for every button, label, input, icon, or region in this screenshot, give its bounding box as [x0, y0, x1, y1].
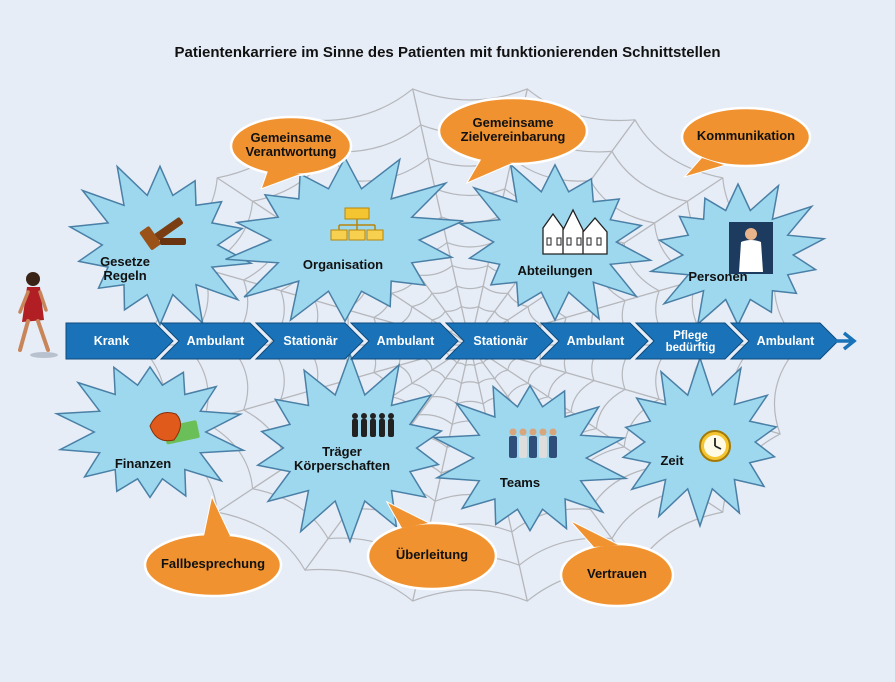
timeline-label-3: Stationär	[283, 334, 337, 348]
patient-timeline: Krank Ambulant Stationär Ambulant Stationär A…	[65, 322, 857, 360]
top-star-3: Abteilungen	[457, 162, 654, 322]
bottom-star-3: Teams	[431, 384, 629, 533]
bottom-bubble-label-1: Fallbesprechung	[161, 556, 265, 571]
bottom-star-label-4: Zeit	[660, 453, 684, 468]
clock-icon	[699, 430, 731, 462]
timeline-step-4: Ambulant	[349, 322, 459, 360]
top-bubble-label-3: Kommunikation	[697, 128, 795, 143]
timeline-step-6: Ambulant	[539, 322, 649, 360]
money-icon	[149, 412, 200, 445]
doctor-icon	[729, 222, 773, 274]
bottom-bubble-2: Überleitung	[366, 500, 498, 591]
top-star-label-2: Organisation	[303, 257, 383, 272]
team-icon	[509, 428, 557, 458]
timeline-step-8: Ambulant	[729, 322, 839, 360]
diagram-title: Patientenkarriere im Sinne des Patienten…	[174, 44, 721, 61]
timeline-label-8: Ambulant	[757, 334, 815, 348]
timeline-label-5: Stationär	[473, 334, 527, 348]
buildings-icon	[542, 208, 608, 255]
bottom-bubble-label-3: Vertrauen	[587, 566, 647, 581]
timeline-label-2: Ambulant	[187, 334, 245, 348]
bottom-star-label-1: Finanzen	[115, 456, 171, 471]
bottom-star-label-3: Teams	[500, 475, 540, 490]
org-chart-icon	[330, 207, 384, 241]
timeline-step-5: Stationär	[444, 322, 554, 360]
timeline-step-3: Stationär	[254, 322, 364, 360]
bottom-bubble-1: Fallbesprechung	[143, 494, 283, 598]
timeline-end-arrow-icon	[830, 331, 857, 351]
bottom-bubble-label-2: Überleitung	[396, 547, 468, 562]
timeline-label-1: Krank	[94, 334, 129, 348]
timeline-step-1: Krank	[65, 322, 174, 360]
people-silhouettes-icon	[352, 413, 394, 437]
walking-woman-icon	[18, 272, 58, 358]
bottom-bubble-3: Vertrauen	[559, 521, 675, 608]
top-bubble-3: Kommunikation	[680, 106, 812, 178]
bottom-star-1: Finanzen	[53, 365, 247, 499]
timeline-label-4: Ambulant	[377, 334, 435, 348]
timeline-label-6: Ambulant	[567, 334, 625, 348]
gavel-icon	[139, 217, 186, 250]
top-star-4: Personen	[648, 182, 827, 327]
top-star-label-3: Abteilungen	[517, 263, 592, 278]
timeline-step-2: Ambulant	[159, 322, 269, 360]
bottom-star-4: Zeit	[621, 355, 779, 529]
top-star-label-4: Personen	[688, 269, 747, 284]
top-star-2: Organisation	[225, 156, 464, 323]
